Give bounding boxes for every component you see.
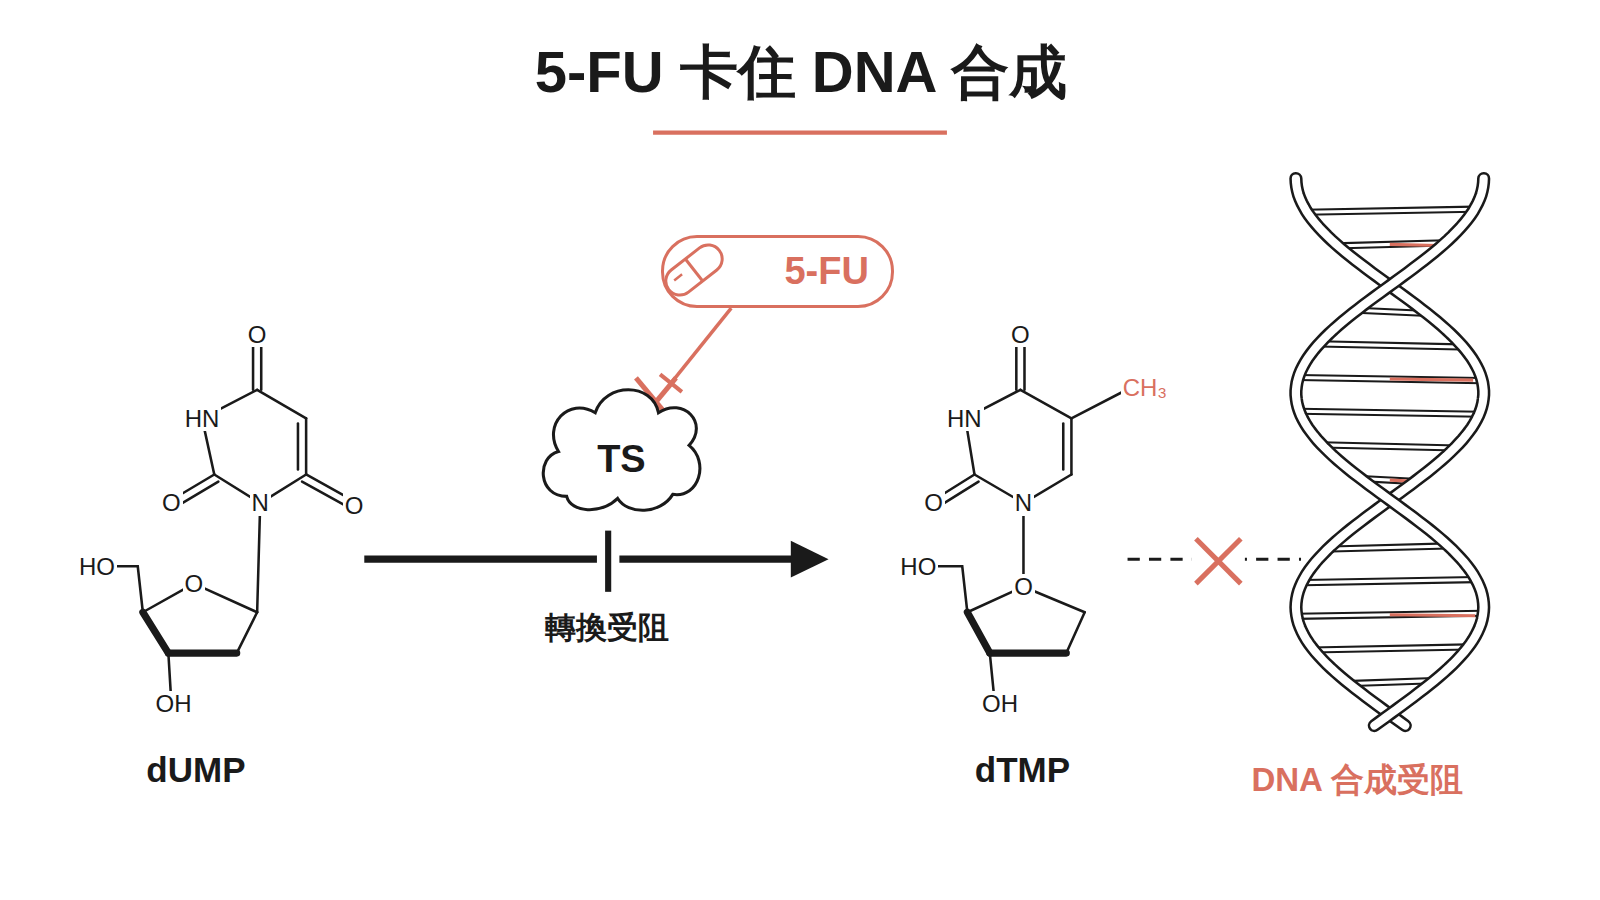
title: 5-FU 卡住 DNA 合成 bbox=[535, 34, 1068, 112]
molecule-name: dUMP bbox=[146, 750, 245, 790]
dna-helix bbox=[1296, 179, 1484, 726]
atom-label: HN bbox=[945, 406, 984, 431]
enzyme-cloud: TS bbox=[534, 376, 710, 515]
dtmp-structure bbox=[923, 337, 1130, 704]
atom-label: O bbox=[922, 490, 945, 515]
atom-label: O bbox=[1012, 574, 1035, 599]
drug-name: 5-FU bbox=[784, 250, 868, 293]
drug-pill-box: 5-FU bbox=[661, 235, 894, 308]
annotation: DNA 合成受阻 bbox=[1251, 758, 1462, 803]
dump-structure bbox=[102, 337, 354, 704]
title-underline bbox=[653, 131, 947, 135]
atom-label: HO bbox=[898, 554, 938, 579]
atom-label: O bbox=[183, 571, 206, 596]
atom-label: O bbox=[1009, 322, 1032, 347]
main-arrow bbox=[364, 531, 828, 592]
atom-label: N bbox=[1013, 490, 1034, 515]
capsule-icon bbox=[654, 240, 734, 300]
atom-label: O bbox=[160, 490, 183, 515]
atom-label: O bbox=[246, 322, 269, 347]
atom-label: HN bbox=[183, 406, 222, 431]
atom-label: HO bbox=[77, 554, 117, 579]
blocked-link bbox=[1128, 533, 1301, 586]
molecule-name: dTMP bbox=[975, 750, 1070, 790]
atom-label: OH bbox=[153, 691, 193, 716]
atom-label: N bbox=[250, 490, 271, 515]
annotation: 轉換受阻 bbox=[545, 607, 669, 649]
atom-label: OH bbox=[980, 691, 1020, 716]
atom-label: CH₃ bbox=[1121, 375, 1169, 400]
atom-label: O bbox=[343, 493, 366, 518]
enzyme-name: TS bbox=[597, 438, 646, 481]
